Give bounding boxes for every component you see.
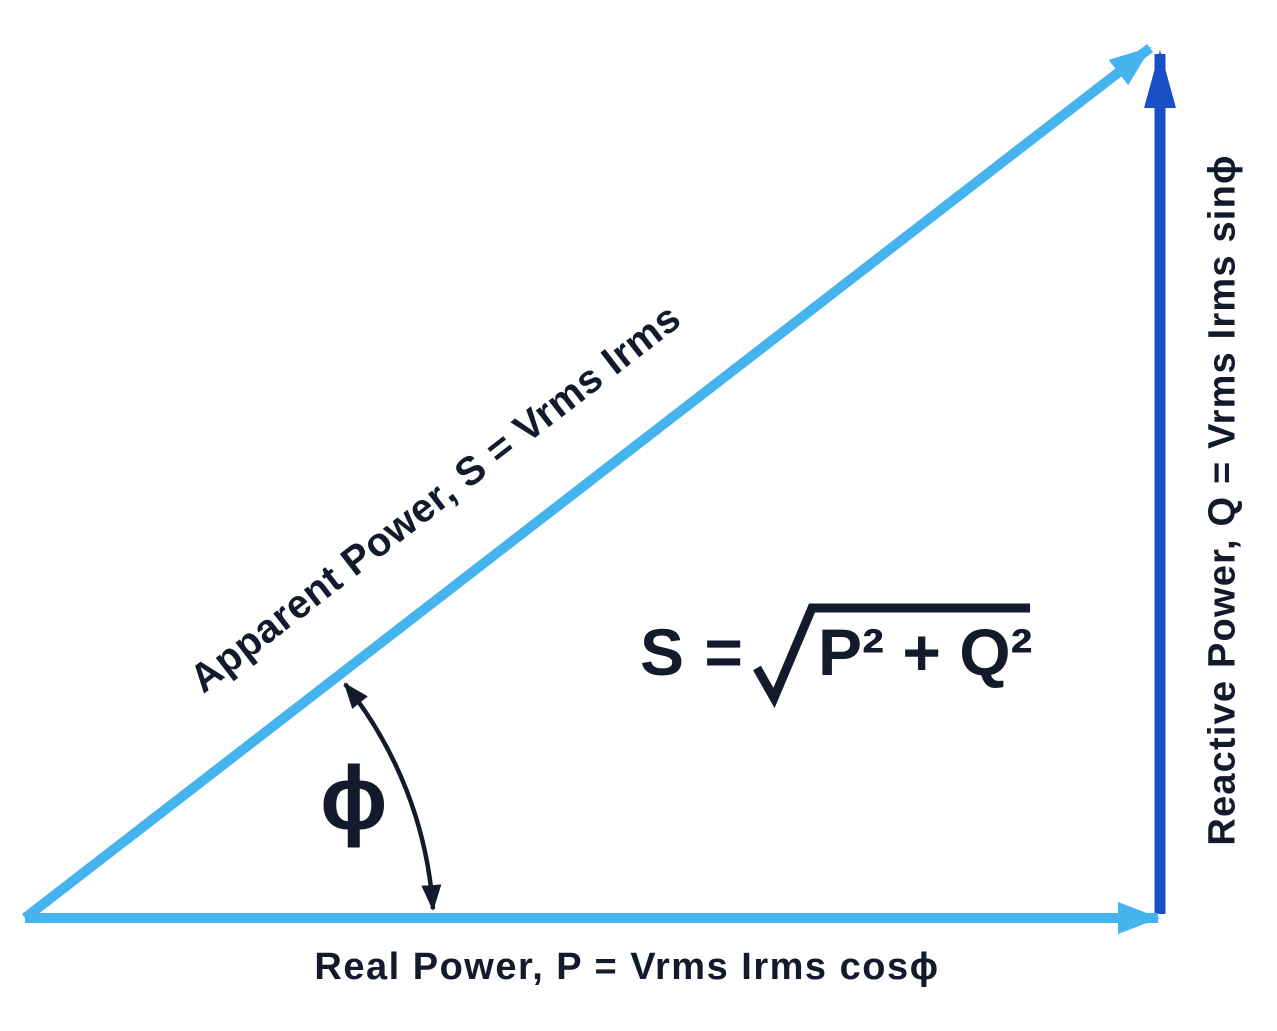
- phi-angle-label: ϕ: [320, 749, 388, 849]
- formula-radicand: P² + Q²: [818, 615, 1033, 689]
- formula-lhs: S =: [640, 615, 744, 689]
- angle-arc: [343, 682, 442, 911]
- apparent-power-arrow: [21, 44, 1154, 922]
- real-power-label: Real Power, P = Vrms Irms cosϕ: [314, 946, 940, 988]
- reactive-power-label: Reactive Power, Q = Vrms Irms sinϕ: [1201, 154, 1244, 846]
- radical-sign-icon: [753, 603, 1030, 709]
